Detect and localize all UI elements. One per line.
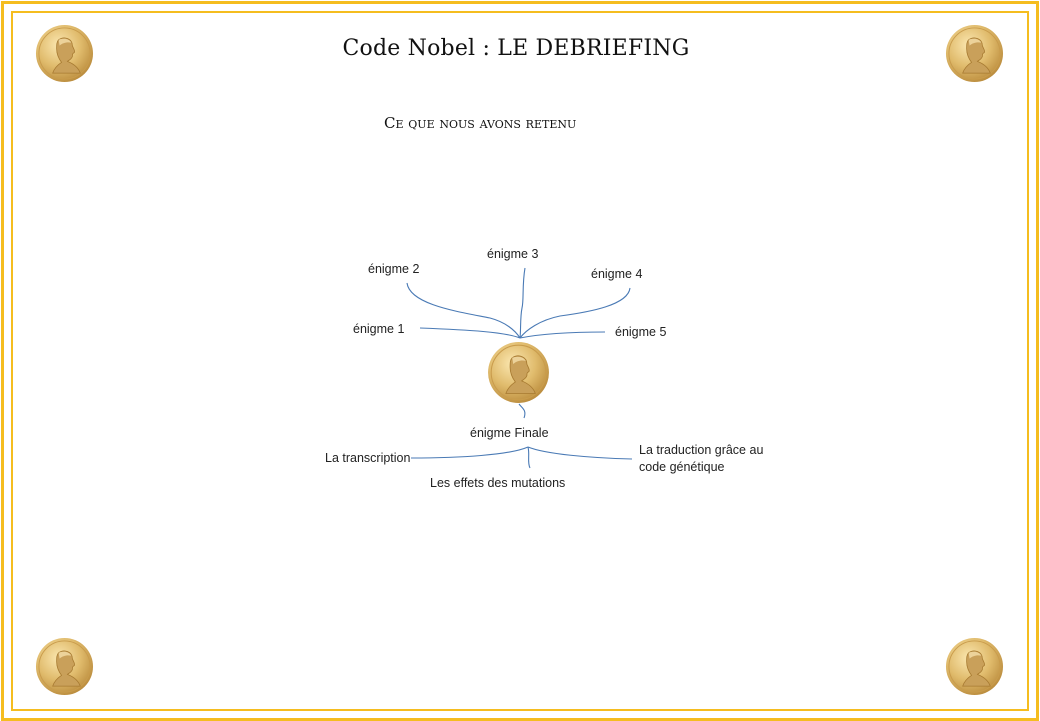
node-enigme-5: énigme 5	[615, 325, 667, 339]
node-enigme-finale: énigme Finale	[470, 426, 549, 440]
connector-enigme4	[519, 287, 631, 339]
connector-enigme3	[519, 267, 526, 339]
node-enigme-4: énigme 4	[591, 267, 643, 281]
connector-enigme5	[519, 331, 606, 339]
connector-transcription	[410, 446, 529, 459]
connector-medal-finale	[518, 403, 526, 419]
connector-enigme2	[406, 282, 521, 339]
node-traduction: La traduction grâce au code génétique	[639, 443, 764, 474]
node-enigme-3: énigme 3	[487, 247, 539, 261]
connector-enigme1	[419, 327, 521, 339]
page-subtitle: Ce que nous avons retenu	[384, 114, 577, 132]
node-mutations: Les effets des mutations	[430, 476, 566, 490]
connector-mutations	[527, 446, 531, 469]
page-title: Code Nobel : LE DEBRIEFING	[342, 36, 690, 61]
node-enigme-2: énigme 2	[368, 262, 420, 276]
node-enigme-1: énigme 1	[353, 322, 405, 336]
connector-traduction	[527, 446, 633, 460]
inner-border	[11, 11, 1029, 711]
node-transcription: La transcription	[325, 451, 411, 465]
central-nobel-medal-icon	[487, 341, 550, 404]
